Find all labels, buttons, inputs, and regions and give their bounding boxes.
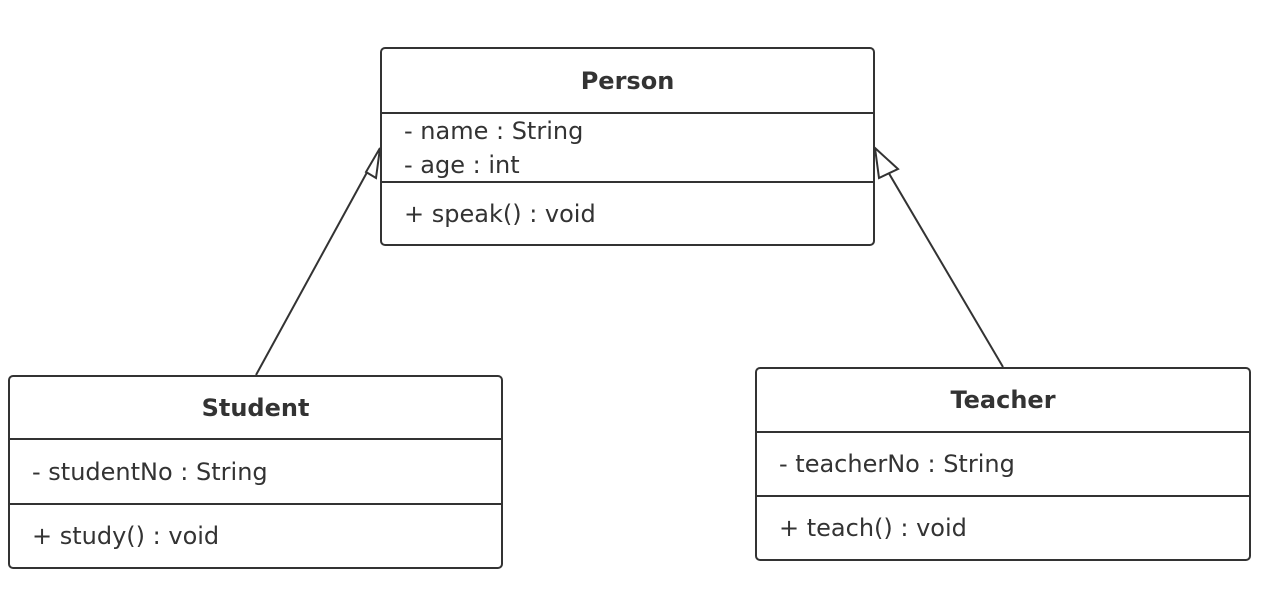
class-name: Student bbox=[201, 393, 310, 422]
operation: + study() : void bbox=[32, 522, 220, 550]
attribute: - studentNo : String bbox=[32, 457, 268, 486]
attribute: - teacherNo : String bbox=[779, 450, 1015, 478]
class-person[interactable]: Person - name : String - age : int + spe… bbox=[380, 47, 875, 246]
operations-compartment: + study() : void bbox=[10, 505, 501, 567]
attributes-compartment: - studentNo : String bbox=[10, 440, 501, 505]
attributes-compartment: - teacherNo : String bbox=[757, 433, 1249, 497]
class-name: Teacher bbox=[950, 386, 1056, 414]
class-name-compartment: Person bbox=[382, 49, 873, 114]
operations-compartment: + speak() : void bbox=[382, 183, 873, 244]
teacher-generalization-arrowhead bbox=[873, 145, 900, 180]
class-teacher[interactable]: Teacher - teacherNo : String + teach() :… bbox=[755, 367, 1251, 561]
attributes-compartment: - name : String - age : int bbox=[382, 114, 873, 183]
operations-compartment: + teach() : void bbox=[757, 497, 1249, 559]
class-name: Person bbox=[580, 66, 675, 95]
student-generalization-arrowhead bbox=[364, 147, 381, 180]
attribute: - name : String bbox=[404, 117, 584, 145]
class-name-compartment: Student bbox=[10, 377, 501, 440]
class-student[interactable]: Student - studentNo : String + study() :… bbox=[8, 375, 503, 569]
student-generalization-line[interactable] bbox=[255, 164, 372, 376]
operation: + teach() : void bbox=[779, 514, 967, 542]
attribute: - age : int bbox=[404, 151, 520, 179]
teacher-generalization-line[interactable] bbox=[883, 164, 1004, 368]
class-name-compartment: Teacher bbox=[757, 369, 1249, 433]
operation: + speak() : void bbox=[404, 199, 596, 228]
